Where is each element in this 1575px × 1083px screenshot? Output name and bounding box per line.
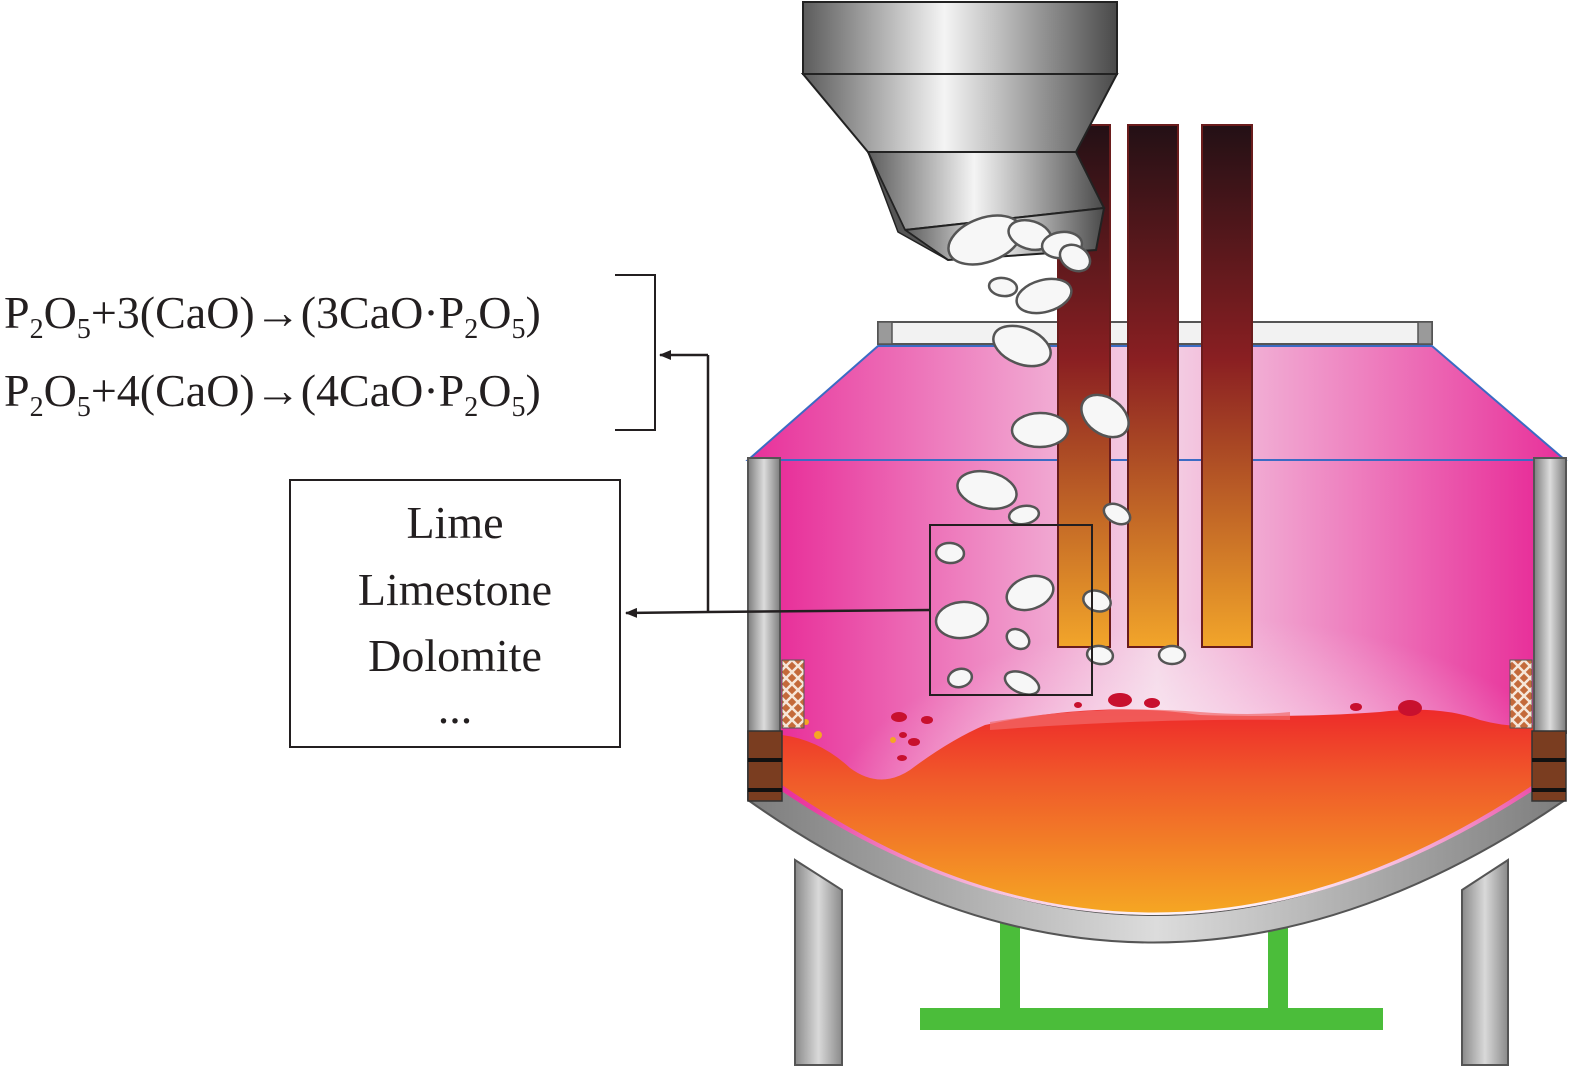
lime-particle	[956, 469, 1018, 511]
lime-particle	[1010, 411, 1070, 449]
subscript: 5	[76, 392, 91, 423]
reaction-bracket	[615, 274, 656, 431]
equation-text: P	[4, 365, 30, 416]
lime-particle	[1007, 504, 1041, 526]
equation-text: )	[525, 365, 541, 416]
subscript: 5	[76, 314, 91, 345]
electrode-center	[1127, 124, 1179, 648]
shell-walls	[747, 457, 1567, 734]
electrode-right	[1201, 124, 1253, 648]
lime-particle	[1157, 644, 1187, 666]
equation-text: +4(CaO)→(4CaO·P	[90, 365, 465, 416]
material-dolomite: Dolomite	[368, 630, 542, 681]
materials-box	[289, 479, 621, 748]
equation-text: O	[43, 287, 77, 338]
lime-particle	[1082, 589, 1112, 613]
lime-particle	[1015, 277, 1073, 315]
material-limestone: Limestone	[357, 564, 553, 615]
equation-text: )	[525, 287, 541, 338]
lime-particle	[992, 324, 1052, 368]
lime-particle	[946, 667, 974, 689]
feed-hopper	[800, 1, 1119, 262]
lime-particle	[934, 600, 990, 640]
lime-particle	[1003, 670, 1041, 696]
reaction-equation-2: P2O5+4(CaO)→(4CaO·P2O5)	[4, 365, 541, 422]
subscript: 5	[511, 392, 526, 423]
lime-particles	[934, 214, 1187, 696]
subscript: 2	[29, 314, 44, 345]
lime-particle	[1058, 243, 1092, 273]
lime-particle	[1080, 393, 1130, 439]
equation-text: O	[478, 365, 512, 416]
lime-particle	[1005, 574, 1055, 612]
furnace-legs	[794, 858, 1509, 1066]
steel-highlight	[990, 709, 1290, 730]
subscript: 2	[464, 392, 479, 423]
equation-text: O	[43, 365, 77, 416]
lime-particle	[987, 276, 1019, 298]
reaction-equation-1: P2O5+3(CaO)→(3CaO·P2O5)	[4, 287, 541, 344]
molten-steel	[782, 709, 1533, 913]
lime-particle	[1085, 644, 1115, 666]
equation-text: +3(CaO)→(3CaO·P	[90, 287, 465, 338]
connector-lines	[625, 350, 931, 618]
equation-text: P	[4, 287, 30, 338]
support-frame	[920, 915, 1383, 1030]
slag-droplets	[803, 693, 1422, 761]
material-more: ...	[437, 682, 473, 733]
arrow-to-materials	[625, 607, 709, 618]
subscript: 5	[511, 314, 526, 345]
material-lime: Lime	[406, 497, 504, 548]
subscript: 2	[29, 392, 44, 423]
refractory-lining	[747, 659, 1567, 802]
lime-particle	[1005, 627, 1031, 651]
lime-particle	[1102, 502, 1132, 526]
subscript: 2	[464, 314, 479, 345]
lime-particle	[934, 541, 966, 565]
equation-text: O	[478, 287, 512, 338]
